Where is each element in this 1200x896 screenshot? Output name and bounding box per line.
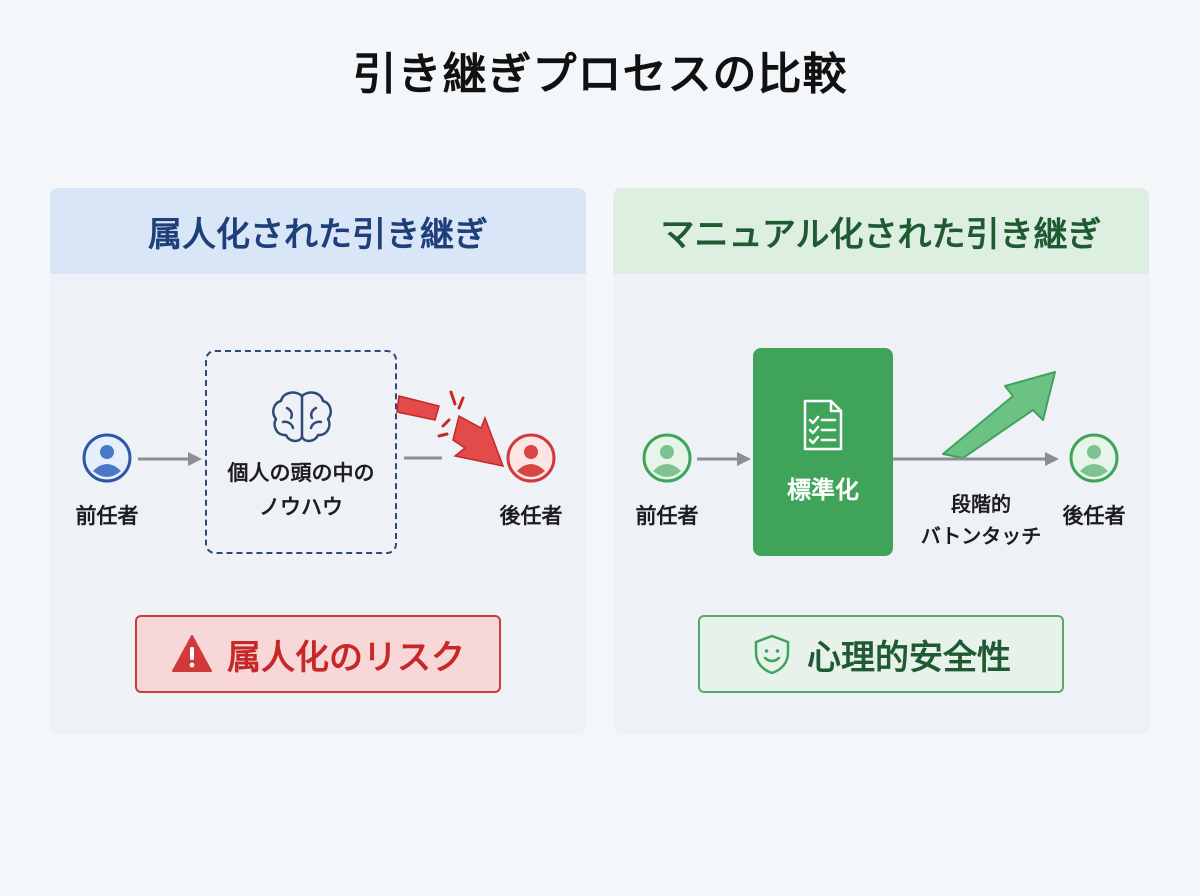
panel-header-right: マニュアル化された引き継ぎ (613, 188, 1149, 274)
predecessor-label-right: 前任者 (635, 504, 699, 528)
arrow-to-standardization (697, 452, 751, 466)
successor-label-right: 後任者 (1062, 504, 1126, 528)
baton-line2: バトンタッチ (920, 524, 1042, 548)
up-arrow-icon (942, 371, 1056, 459)
knowhow-line2: ノウハウ (259, 495, 343, 519)
baton-line1: 段階的 (951, 492, 1011, 516)
warning-icon (172, 635, 212, 672)
page-title: 引き継ぎプロセスの比較 (352, 49, 848, 100)
smile-shield-icon (754, 634, 790, 675)
risk-badge: 属人化のリスク (135, 615, 501, 693)
predecessor-person-icon-right (642, 433, 692, 483)
brain-icon (272, 391, 332, 443)
panel-header-left: 属人化された引き継ぎ (50, 188, 586, 274)
personalized-handover-panel: 属人化された引き継ぎ 前任者 個人の頭の中の ノウハウ (50, 188, 586, 734)
successor-person-icon (506, 433, 556, 483)
broken-arrow-icon (396, 390, 505, 468)
arrow-to-successor (893, 452, 1059, 466)
connector-line (404, 456, 442, 460)
successor-label: 後任者 (499, 504, 563, 528)
checklist-icon (803, 399, 843, 451)
standardization-box: 標準化 (753, 348, 893, 556)
standardization-label: 標準化 (787, 476, 859, 504)
knowhow-box: 個人の頭の中の ノウハウ (205, 350, 397, 554)
predecessor-person-icon (82, 433, 132, 483)
knowhow-line1: 個人の頭の中の (227, 461, 375, 485)
arrow-to-knowhow (138, 452, 202, 466)
risk-badge-label: 属人化のリスク (227, 637, 465, 678)
psychological-safety-label: 心理的安全性 (807, 637, 1011, 678)
successor-person-icon-right (1069, 433, 1119, 483)
knowhow-text: 個人の頭の中の ノウハウ (207, 456, 395, 524)
predecessor-label: 前任者 (75, 504, 139, 528)
psychological-safety-badge: 心理的安全性 (698, 615, 1064, 693)
gradual-baton-text: 段階的 バトンタッチ (906, 488, 1056, 552)
manualized-handover-panel: マニュアル化された引き継ぎ 前任者 標準化 (613, 188, 1149, 734)
